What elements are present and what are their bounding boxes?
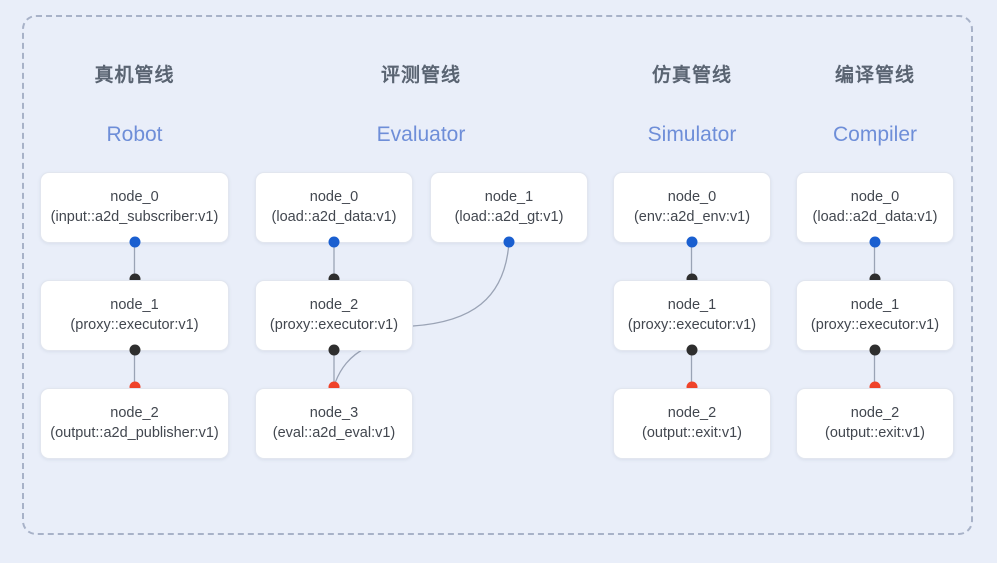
node-card-evaluator-node_2[interactable]: node_2 (proxy::executor:v1) — [255, 280, 413, 351]
node-name: node_0 — [667, 189, 717, 205]
port-input-black-robot-node_1[interactable] — [129, 273, 140, 285]
node-spec: (env::a2d_env:v1) — [633, 209, 751, 225]
node-name: node_3 — [309, 405, 359, 421]
port-output-black-compiler-node_1[interactable] — [869, 344, 880, 356]
port-input-black-evaluator-node_2[interactable] — [328, 273, 340, 285]
node-spec: (load::a2d_data:v1) — [812, 209, 938, 225]
node-name: node_1 — [667, 297, 717, 313]
node-name: node_2 — [309, 297, 359, 313]
node-name: node_2 — [667, 405, 717, 421]
node-name: node_2 — [850, 405, 900, 421]
node-card-evaluator-node_1-gt[interactable]: node_1 (load::a2d_gt:v1) — [430, 172, 588, 243]
node-spec: (proxy::executor:v1) — [70, 317, 199, 333]
port-input-red-robot-node_2[interactable] — [129, 381, 140, 393]
port-output-black-evaluator-node_2[interactable] — [328, 344, 340, 356]
node-card-compiler-node_0[interactable]: node_0 (load::a2d_data:v1) — [796, 172, 954, 243]
node-card-compiler-node_2[interactable]: node_2 (output::exit:v1) — [796, 388, 954, 459]
port-input-red-evaluator-node_3[interactable] — [328, 381, 340, 393]
node-card-evaluator-node_0[interactable]: node_0 (load::a2d_data:v1) — [255, 172, 413, 243]
node-card-robot-node_1[interactable]: node_1 (proxy::executor:v1) — [40, 280, 229, 351]
port-output-blue-simulator-node_0[interactable] — [686, 236, 697, 248]
node-name: node_2 — [110, 405, 159, 421]
port-output-blue-compiler-node_0[interactable] — [869, 236, 880, 248]
port-output-blue-evaluator-node_0[interactable] — [328, 236, 340, 248]
node-spec: (input::a2d_subscriber:v1) — [50, 209, 219, 225]
node-card-simulator-node_0[interactable]: node_0 (env::a2d_env:v1) — [613, 172, 771, 243]
node-spec: (output::exit:v1) — [642, 425, 742, 441]
node-name: node_0 — [309, 189, 359, 205]
column-subtitle-evaluator: Evaluator — [376, 123, 466, 146]
node-name: node_0 — [850, 189, 900, 205]
node-spec: (proxy::executor:v1) — [810, 317, 940, 333]
port-output-black-simulator-node_1[interactable] — [686, 344, 697, 356]
port-input-black-compiler-node_1[interactable] — [869, 273, 880, 285]
column-title-compiler: 编译管线 — [834, 65, 915, 86]
column-title-evaluator: 评测管线 — [380, 65, 461, 86]
node-card-compiler-node_1[interactable]: node_1 (proxy::executor:v1) — [796, 280, 954, 351]
node-card-evaluator-node_3[interactable]: node_3 (eval::a2d_eval:v1) — [255, 388, 413, 459]
port-output-blue-robot-node_0[interactable] — [129, 236, 140, 248]
node-card-simulator-node_1[interactable]: node_1 (proxy::executor:v1) — [613, 280, 771, 351]
column-subtitle-compiler: Compiler — [832, 123, 918, 146]
node-spec: (output::a2d_publisher:v1) — [50, 425, 219, 441]
node-card-robot-node_2[interactable]: node_2 (output::a2d_publisher:v1) — [40, 388, 229, 459]
node-spec: (load::a2d_data:v1) — [271, 209, 397, 225]
column-subtitle-robot: Robot — [106, 123, 163, 146]
node-name: node_0 — [110, 189, 159, 205]
node-spec: (proxy::executor:v1) — [269, 317, 399, 333]
node-name: node_1 — [110, 297, 159, 313]
node-spec: (load::a2d_gt:v1) — [454, 209, 564, 225]
port-input-red-simulator-node_2[interactable] — [686, 381, 697, 393]
node-name: node_1 — [850, 297, 900, 313]
node-spec: (proxy::executor:v1) — [627, 317, 757, 333]
port-output-blue-evaluator-node_1-gt[interactable] — [503, 236, 515, 248]
node-card-simulator-node_2[interactable]: node_2 (output::exit:v1) — [613, 388, 771, 459]
column-title-simulator: 仿真管线 — [651, 65, 732, 86]
column-title-robot: 真机管线 — [94, 65, 175, 86]
node-spec: (output::exit:v1) — [825, 425, 925, 441]
port-input-red-compiler-node_2[interactable] — [869, 381, 880, 393]
column-subtitle-simulator: Simulator — [647, 123, 737, 146]
diagram-dashed-frame — [22, 15, 973, 535]
port-input-black-simulator-node_1[interactable] — [686, 273, 697, 285]
node-spec: (eval::a2d_eval:v1) — [272, 425, 396, 441]
node-card-robot-node_0[interactable]: node_0 (input::a2d_subscriber:v1) — [40, 172, 229, 243]
node-name: node_1 — [484, 189, 534, 205]
port-output-black-robot-node_1[interactable] — [129, 344, 140, 356]
